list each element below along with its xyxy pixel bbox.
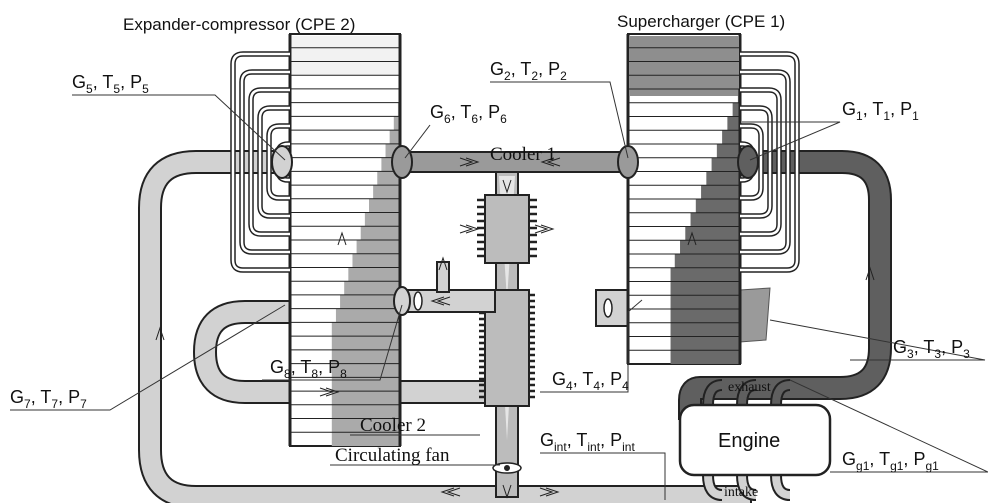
label-g-g1: Gg1, Tg1, Pg1 (842, 449, 939, 473)
cooler-1-label: Cooler 1 (490, 144, 556, 165)
cooler-1 (477, 194, 537, 264)
leader-lines (10, 81, 988, 500)
label-g-int: Gint, Tint, Pint (540, 430, 635, 454)
outer-light-loop (138, 150, 752, 503)
supercharger-title: Supercharger (CPE 1) (617, 12, 785, 31)
engine: Engine exhaust intake (678, 379, 832, 501)
label-g8: G8, T8, P8 (270, 357, 347, 381)
label-g4: G4, T4, P4 (552, 369, 629, 393)
supercharger-coil (740, 51, 800, 273)
expander-coil (230, 51, 290, 273)
middle-branch-pipe (394, 261, 496, 313)
label-g6: G6, T6, P6 (430, 102, 507, 126)
expander-title: Expander-compressor (CPE 2) (123, 15, 355, 34)
label-g7: G7, T7, P7 (10, 387, 87, 411)
label-g1: G1, T1, P1 (842, 99, 919, 123)
exhaust-label: exhaust (728, 380, 771, 395)
inner-return-loop (192, 300, 500, 404)
label-g5: G5, T5, P5 (72, 72, 149, 96)
expander-rotor (288, 33, 402, 447)
engine-label: Engine (718, 430, 780, 452)
label-g2: G2, T2, P2 (490, 59, 567, 83)
intake-label: intake (724, 485, 758, 500)
fan-label: Circulating fan (335, 445, 450, 466)
exhaust-loop (678, 150, 892, 420)
label-g3: G3, T3, P3 (893, 337, 970, 361)
flow-arrows (155, 157, 875, 499)
supercharger-rotor (626, 33, 742, 365)
state-labels: G5, T5, P5 G6, T6, P6 G2, T2, P2 G1, T1,… (10, 59, 970, 473)
cooler-2-label: Cooler 2 (360, 415, 426, 436)
port-markers (271, 145, 759, 316)
